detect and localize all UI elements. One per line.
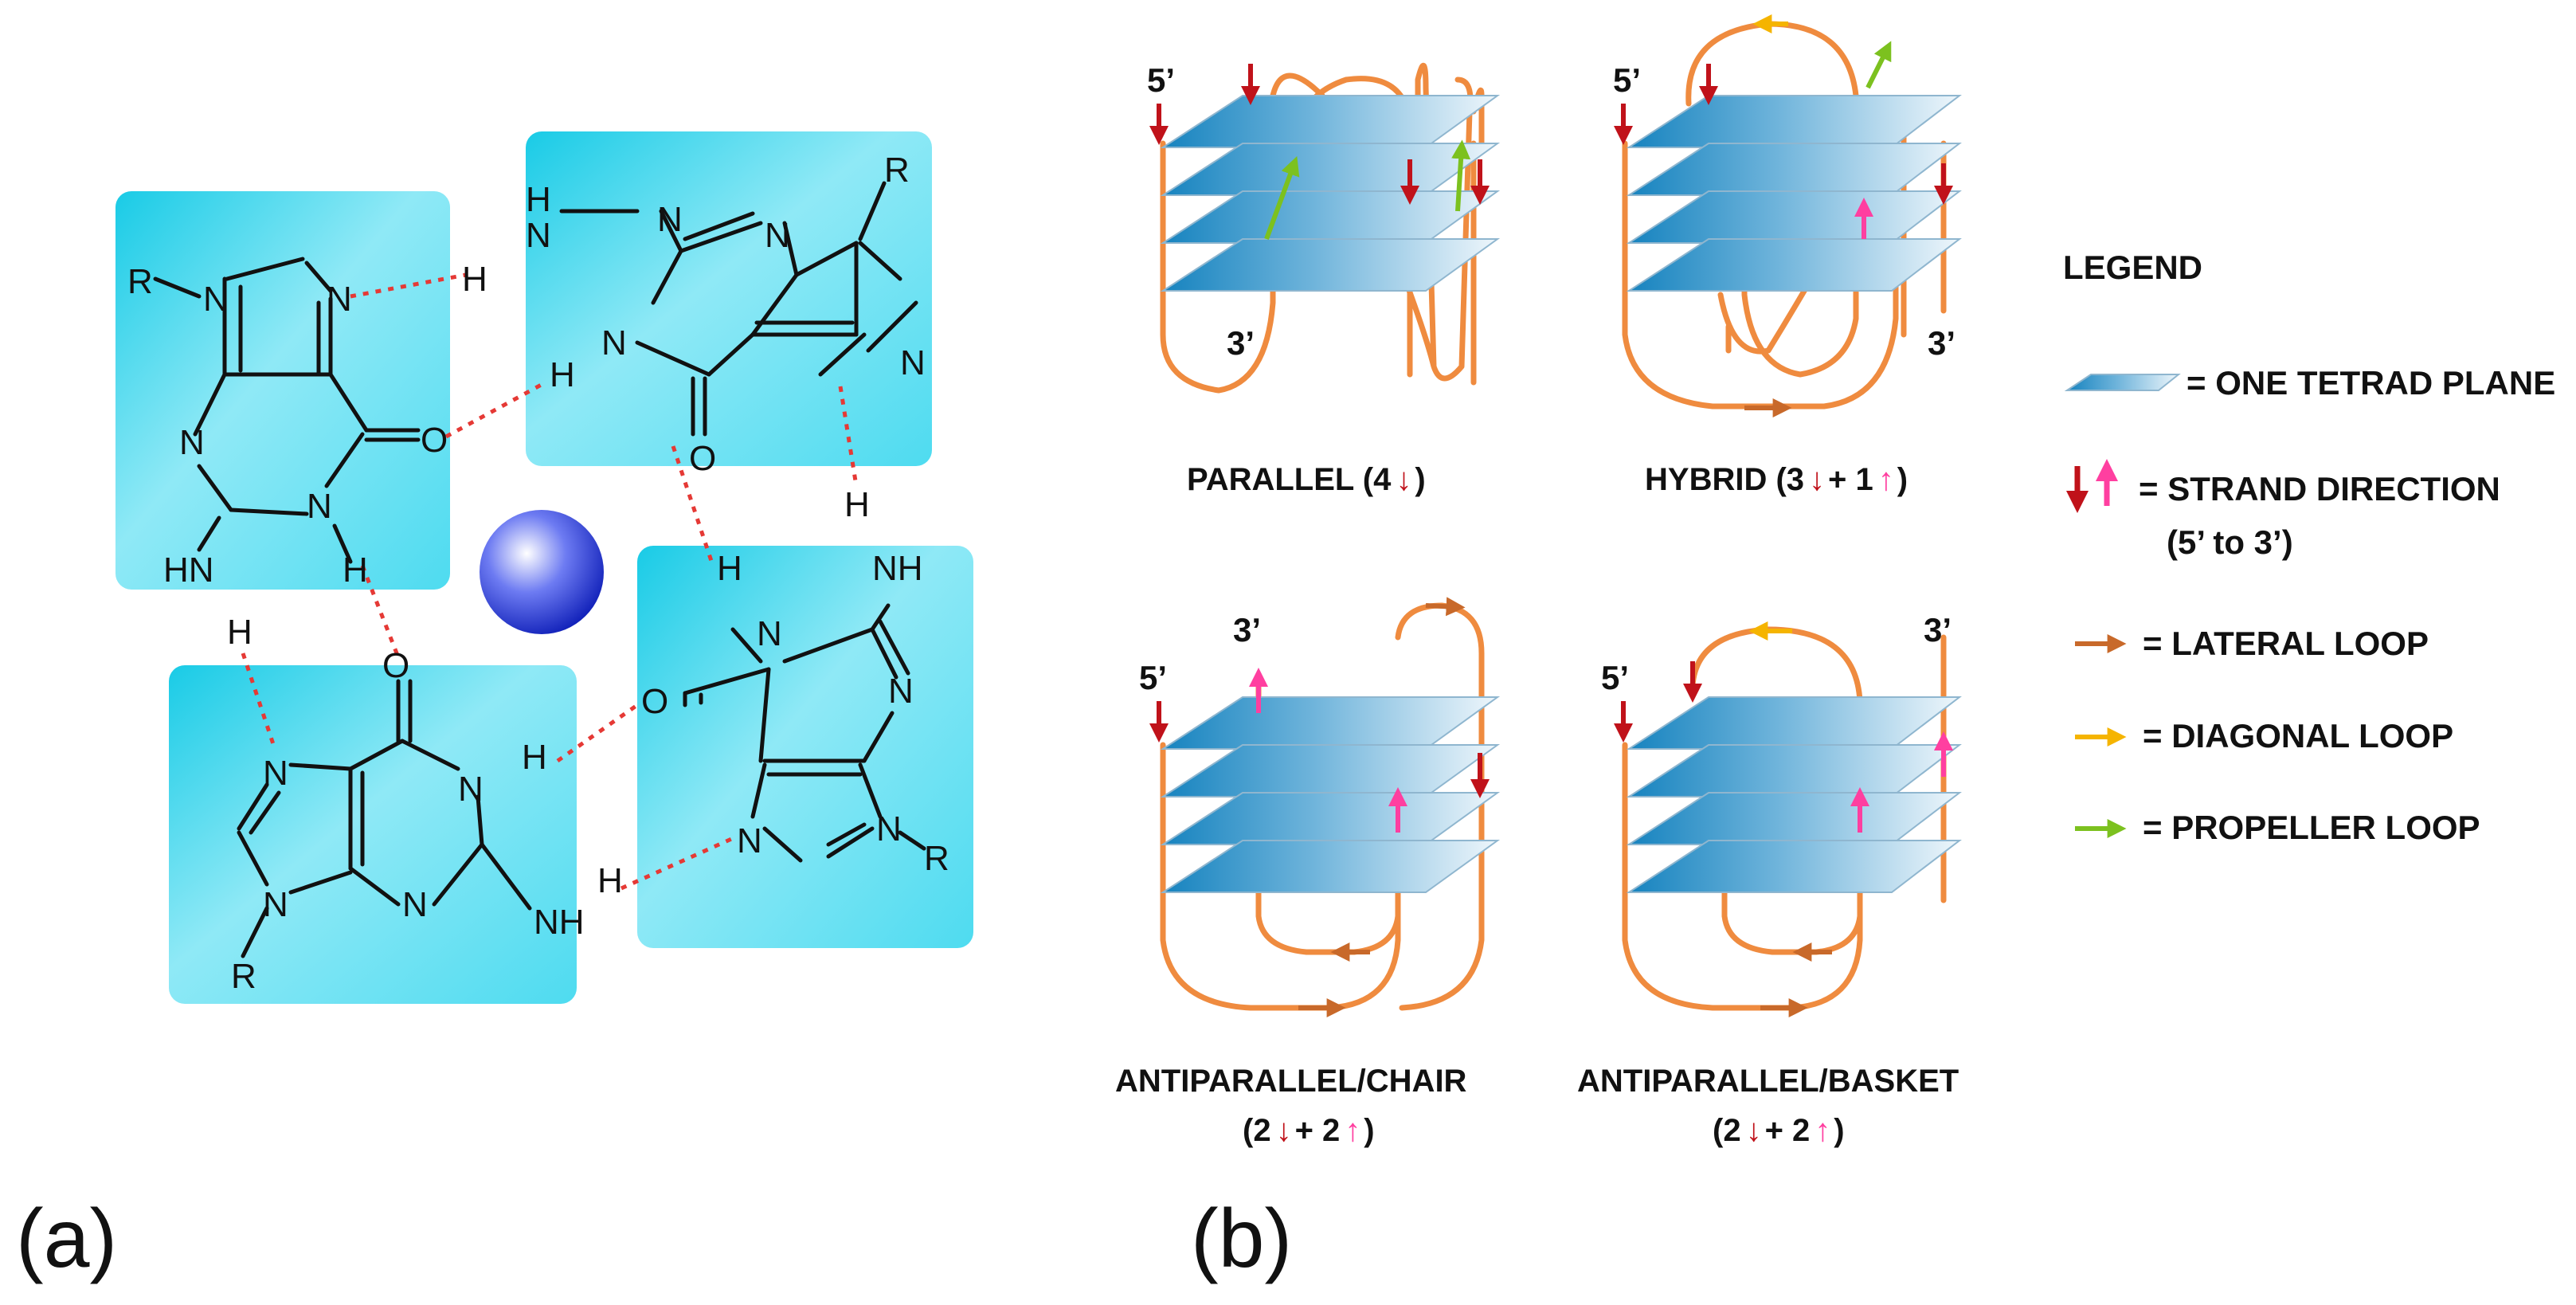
atom-o: O: [421, 421, 448, 460]
tetrad-stack: [1626, 696, 1962, 893]
five-prime-label: 5’: [1147, 61, 1175, 99]
g-quartet-panel: R N N N O N HN H H N H N N H N R N O H N…: [16, 131, 973, 1285]
guanine-bottom-left: [237, 679, 532, 958]
atom-n: N: [263, 885, 288, 924]
atom-n: N: [657, 200, 683, 239]
three-prime-label: 3’: [1924, 611, 1952, 649]
guanine-box-top-right: [526, 131, 932, 466]
atom-o: O: [382, 646, 409, 685]
legend-sublabel-strand-direction: (5’ to 3’): [2167, 523, 2293, 561]
atom-n: N: [876, 809, 902, 848]
atom-n: N: [179, 423, 205, 462]
legend-label-lateral-loop: = LATERAL LOOP: [2143, 625, 2429, 662]
atom-h: H: [343, 551, 368, 590]
five-prime-label: 5’: [1613, 61, 1641, 99]
atom-n: N: [203, 280, 229, 319]
legend-label-tetrad-plane: = ONE TETRAD PLANE: [2186, 364, 2555, 402]
atom-n: N: [888, 672, 914, 711]
hydrogen-bonds: [241, 272, 859, 891]
strand-direction-arrows-icon: [2066, 459, 2118, 513]
atom-nh: NH: [534, 903, 585, 942]
atom-h: H: [550, 355, 575, 394]
atom-h: H: [462, 260, 487, 299]
atom-r: R: [884, 151, 910, 190]
five-prime-label: 5’: [1139, 659, 1167, 696]
five-prime-label: 5’: [1601, 659, 1629, 696]
atom-o: O: [689, 439, 716, 478]
propeller-loop-arrow: [1865, 41, 1892, 89]
tetrad-stack: [1626, 95, 1962, 292]
guanine-bottom-right: [683, 603, 926, 863]
propeller-loop-arrow: [1264, 155, 1300, 241]
topology-chair: 5’ 3’ ANTIPARALLEL/CHAIR (2↓+ 2↑): [1115, 597, 1501, 1148]
atom-r: R: [924, 839, 949, 878]
guanine-box-top-left: [115, 191, 450, 590]
propeller-loop-arrow: [1451, 139, 1471, 212]
three-prime-label: 3’: [1227, 324, 1255, 362]
atom-n: N: [307, 487, 332, 526]
atom-hn: HN: [163, 551, 214, 590]
atom-n: N: [402, 885, 428, 924]
tetrad-plane-icon: [2064, 374, 2181, 391]
guanine-box-bottom-right: [637, 546, 973, 948]
topology-hybrid: 5’ 3’ HYBRID (3↓+ 1↑): [1613, 14, 1962, 497]
atom-n: N: [765, 216, 790, 255]
atom-n: N: [737, 821, 762, 860]
topology-caption: ANTIPARALLEL/BASKET: [1577, 1064, 1959, 1099]
atom-o: O: [641, 682, 668, 721]
panel-b-label: (b): [1191, 1193, 1292, 1285]
tetrad-stack: [1160, 696, 1501, 893]
atom-labels: R N N N O N HN H H N H N N H N R N O H N…: [127, 151, 949, 996]
atom-h: H: [844, 485, 870, 524]
atom-nh: NH: [872, 549, 923, 588]
topology-caption: PARALLEL (4↓): [1187, 462, 1426, 497]
guanine-top-left: [153, 257, 421, 564]
topology-caption: HYBRID (3↓+ 1↑): [1645, 462, 1908, 497]
atom-n: N: [458, 770, 483, 809]
atom-h: H: [717, 549, 742, 588]
topology-caption-counts: (2↓+ 2↑): [1243, 1113, 1375, 1148]
legend-label-strand-direction: = STRAND DIRECTION: [2139, 470, 2500, 507]
legend-label-diagonal-loop: = DIAGONAL LOOP: [2143, 717, 2453, 754]
legend-title: LEGEND: [2063, 249, 2202, 286]
atom-h: H: [597, 861, 623, 900]
atom-n: N: [757, 614, 782, 653]
atom-n: N: [900, 343, 926, 382]
topologies-panel: 5’ 3’ PARALLEL (4↓) 5’ 3’ HYBRID (: [1115, 14, 1962, 1285]
atom-r: R: [231, 957, 256, 996]
three-prime-label: 3’: [1233, 611, 1261, 649]
panel-a-label: (a): [16, 1193, 117, 1285]
lateral-loop-arrow: [1425, 597, 1466, 617]
atom-h: H: [227, 613, 253, 652]
topology-caption: ANTIPARALLEL/CHAIR: [1115, 1064, 1467, 1099]
atom-r: R: [127, 262, 153, 301]
metal-cation-sphere: [480, 510, 604, 634]
atom-n: N: [601, 323, 627, 362]
legend: LEGEND = ONE TETRAD PLANE = STRAND DIREC…: [2063, 249, 2555, 846]
topology-basket: 5’ 3’ ANTIPARALLEL/BASKET (2↓+ 2↑): [1577, 611, 1962, 1148]
three-prime-label: 3’: [1928, 324, 1955, 362]
guanine-top-right: [559, 181, 918, 437]
atom-n: N: [327, 280, 352, 319]
tetrad-stack: [1160, 95, 1501, 292]
atom-n: N: [526, 216, 551, 255]
topology-parallel: 5’ 3’ PARALLEL (4↓): [1147, 61, 1501, 497]
guanine-box-bottom-left: [169, 665, 577, 1004]
atom-n: N: [263, 754, 288, 793]
atom-h: H: [526, 180, 551, 219]
legend-label-propeller-loop: = PROPELLER LOOP: [2143, 809, 2480, 846]
atom-h: H: [522, 738, 547, 777]
topology-caption-counts: (2↓+ 2↑): [1713, 1113, 1845, 1148]
